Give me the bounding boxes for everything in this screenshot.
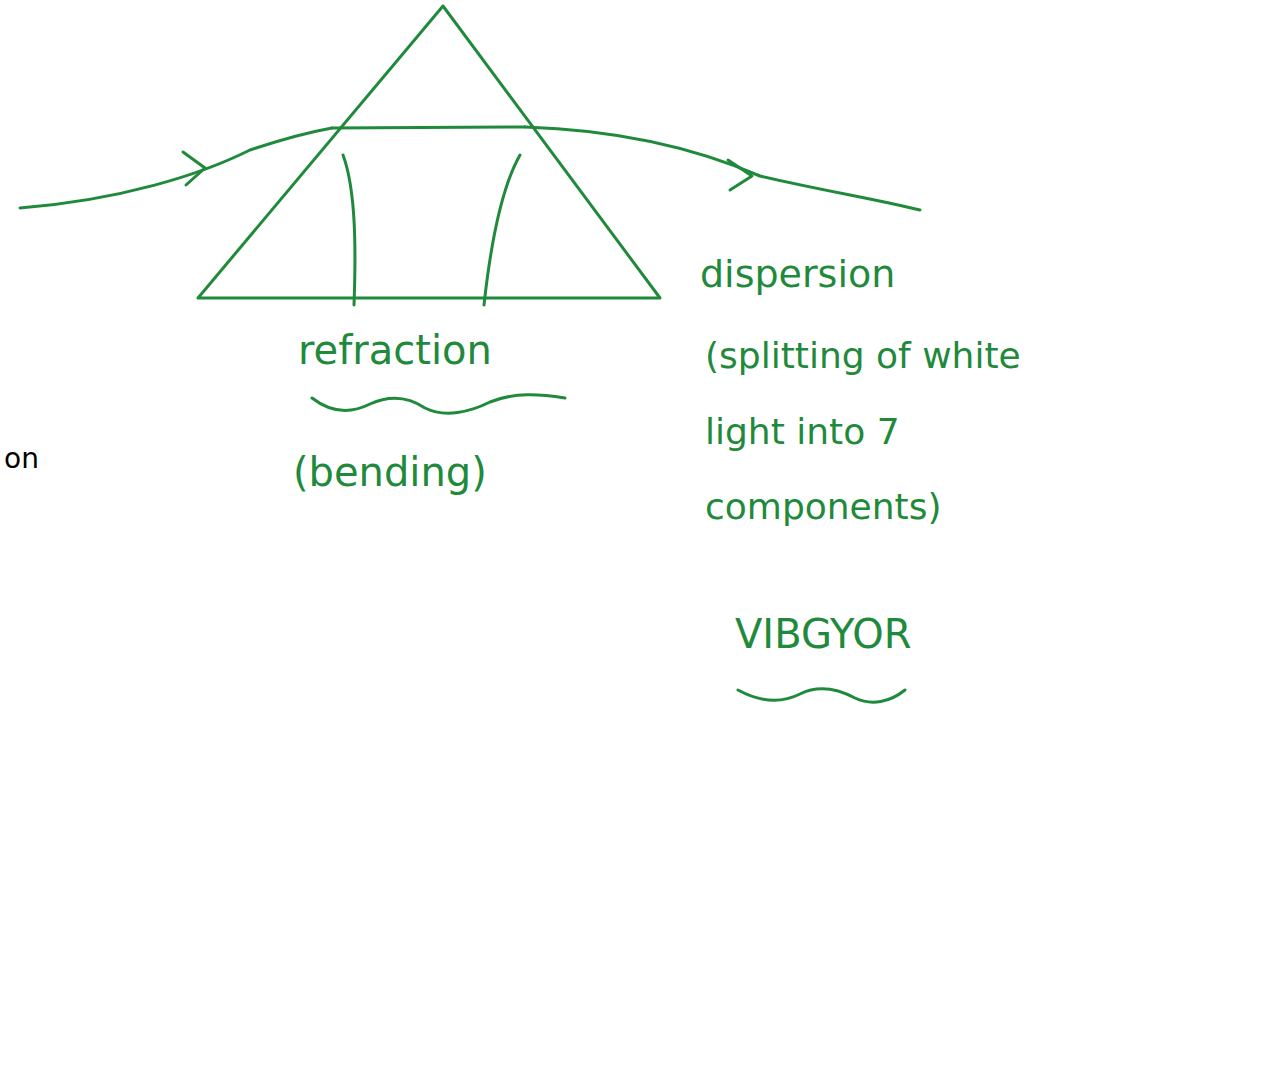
arrowhead <box>183 152 205 185</box>
prism-triangle <box>198 6 660 298</box>
leader-line <box>343 155 355 305</box>
outgoing-ray <box>525 127 920 210</box>
ray-inside-prism <box>332 127 525 128</box>
handwritten-label: refraction <box>298 326 492 374</box>
leader-line <box>484 155 520 305</box>
handwritten-label: (splitting of white light into 7 compone… <box>705 318 1050 545</box>
handwritten-label: VIBGYOR <box>735 610 911 658</box>
slide-text: on <box>4 442 39 476</box>
wavy-underline <box>312 395 565 413</box>
incoming-ray <box>20 128 332 208</box>
arrowhead <box>728 160 752 190</box>
handwritten-label: (bending) <box>293 448 487 496</box>
wavy-underline <box>738 689 905 702</box>
handwritten-label: dispersion <box>700 252 895 298</box>
